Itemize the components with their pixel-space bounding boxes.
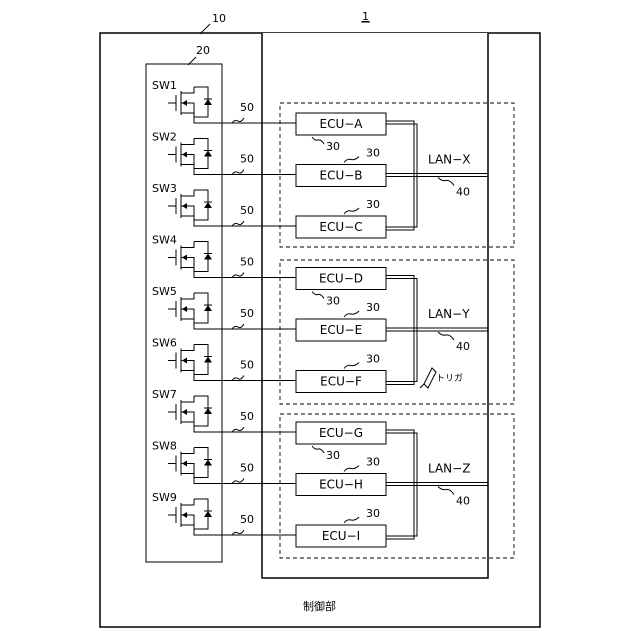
- switch-label: SW8: [152, 440, 177, 453]
- switch-label: SW3: [152, 182, 177, 195]
- channel-arrow-icon: [182, 203, 187, 209]
- channel-arrow-icon: [182, 100, 187, 106]
- diode-icon: [204, 511, 212, 517]
- ecu-label: ECU−G: [319, 426, 363, 440]
- ecu-ref-label: 30: [326, 449, 340, 462]
- switch-label: SW7: [152, 388, 177, 401]
- wire-ref-label: 50: [240, 307, 254, 320]
- switch-label: SW9: [152, 491, 177, 504]
- drain-source: [181, 87, 194, 117]
- drain-source: [181, 396, 194, 426]
- wire-ref-squiggle: [232, 427, 244, 432]
- channel-arrow-icon: [182, 358, 187, 364]
- diode-icon: [204, 305, 212, 311]
- switch-box-ref-label: 20: [196, 44, 210, 57]
- drain-source: [181, 139, 194, 169]
- lan-ref-label: 40: [456, 186, 470, 199]
- channel-arrow-icon: [182, 512, 187, 518]
- ecu-label: ECU−H: [319, 478, 363, 492]
- ecu-ref-label: 30: [326, 140, 340, 153]
- switch-label: SW6: [152, 337, 177, 350]
- diode-icon: [204, 357, 212, 363]
- ecu-label: ECU−B: [319, 169, 362, 183]
- diode-loop: [194, 139, 208, 169]
- diode-loop: [194, 448, 208, 478]
- unit-ref-label: 10: [212, 12, 226, 25]
- channel-arrow-icon: [182, 152, 187, 158]
- diode-loop: [194, 396, 208, 426]
- diode-loop: [194, 87, 208, 117]
- diode-loop: [194, 499, 208, 529]
- ecu-ref-label: 30: [366, 198, 380, 211]
- wire-ref-label: 50: [240, 153, 254, 166]
- switch-label: SW5: [152, 285, 177, 298]
- ecu-ref-label: 30: [326, 295, 340, 308]
- wire-ref-label: 50: [240, 256, 254, 269]
- wire-ref-squiggle: [232, 273, 244, 278]
- ecu-label: ECU−D: [319, 272, 363, 286]
- drain-source: [181, 345, 194, 375]
- drain-source: [181, 499, 194, 529]
- drain-source: [181, 190, 194, 220]
- wire-ref-label: 50: [240, 513, 254, 526]
- wire-ref-squiggle: [232, 376, 244, 381]
- diode-loop: [194, 345, 208, 375]
- channel-arrow-icon: [182, 461, 187, 467]
- switch-label: SW2: [152, 131, 177, 144]
- wire-ref-squiggle: [232, 221, 244, 226]
- switch-label: SW4: [152, 234, 177, 247]
- switch-label: SW1: [152, 79, 177, 92]
- wire-ref-label: 50: [240, 101, 254, 114]
- ecu-ref-label: 30: [366, 507, 380, 520]
- diode-icon: [204, 408, 212, 414]
- wire-ref-squiggle: [232, 324, 244, 329]
- ecu-label: ECU−C: [319, 220, 362, 234]
- lan-ref-label: 40: [456, 340, 470, 353]
- channel-arrow-icon: [182, 409, 187, 415]
- wire-ref-label: 50: [240, 204, 254, 217]
- diode-icon: [204, 151, 212, 157]
- channel-arrow-icon: [182, 255, 187, 261]
- diode-loop: [194, 293, 208, 323]
- lan-ref-label: 40: [456, 495, 470, 508]
- diode-loop: [194, 242, 208, 272]
- diode-icon: [204, 99, 212, 105]
- diode-icon: [204, 254, 212, 260]
- diode-icon: [204, 460, 212, 466]
- wire-ref-squiggle: [232, 479, 244, 484]
- wire-ref-squiggle: [232, 118, 244, 123]
- wire-ref-squiggle: [232, 530, 244, 535]
- control-label: 制御部: [303, 599, 336, 613]
- trigger-label: トリガ: [436, 373, 463, 384]
- ecu-label: ECU−A: [319, 117, 363, 131]
- ecu-ref-label: 30: [366, 456, 380, 469]
- figure-ref-label: 1: [362, 10, 369, 23]
- lan-label: LAN−Y: [428, 307, 470, 321]
- diode-icon: [204, 202, 212, 208]
- drain-source: [181, 448, 194, 478]
- ecu-label: ECU−F: [320, 375, 362, 389]
- wire-ref-label: 50: [240, 462, 254, 475]
- ecu-ref-label: 30: [366, 301, 380, 314]
- ecu-label: ECU−I: [322, 529, 360, 543]
- channel-arrow-icon: [182, 306, 187, 312]
- wire-ref-squiggle: [232, 170, 244, 175]
- drain-source: [181, 293, 194, 323]
- ecu-ref-label: 30: [366, 353, 380, 366]
- ecu-ref-label: 30: [366, 147, 380, 160]
- drain-source: [181, 242, 194, 272]
- ecu-label: ECU−E: [320, 323, 362, 337]
- diode-loop: [194, 190, 208, 220]
- lan-label: LAN−Z: [428, 462, 470, 476]
- wire-ref-label: 50: [240, 410, 254, 423]
- wire-ref-label: 50: [240, 359, 254, 372]
- lan-label: LAN−X: [428, 153, 470, 167]
